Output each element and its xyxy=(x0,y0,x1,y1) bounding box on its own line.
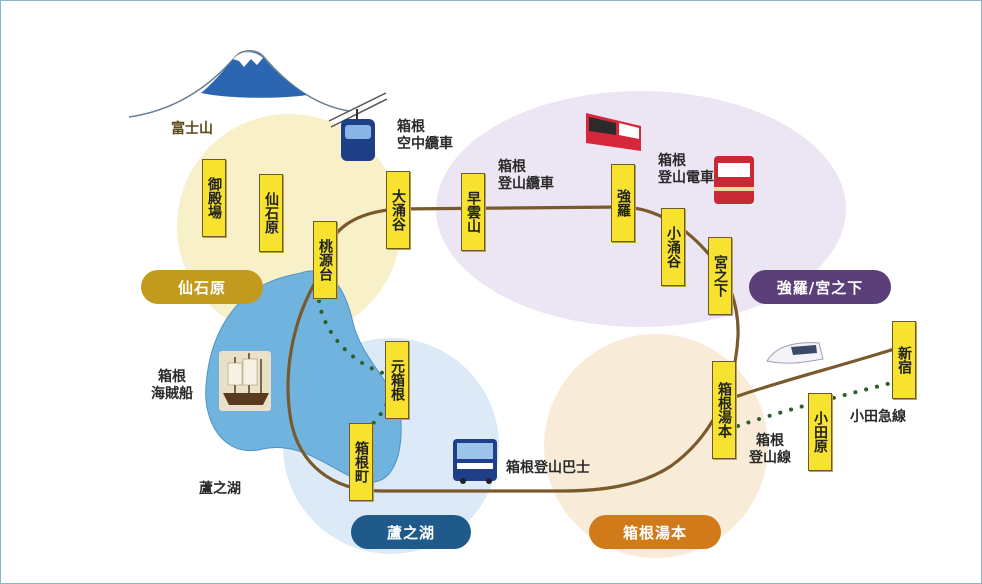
station-miyanoshita: 宮之下 xyxy=(708,237,732,315)
label-lake: 蘆之湖 xyxy=(199,481,241,497)
station-gora: 強羅 xyxy=(611,164,635,242)
station-togendai: 桃源台 xyxy=(313,221,337,299)
station-hakonemachi: 箱根町 xyxy=(349,423,373,501)
bus-icon xyxy=(453,439,497,484)
pirate-ship-icon xyxy=(219,351,271,411)
station-gotemba: 御殿場 xyxy=(202,159,226,237)
area-pill-gora-miyanoshita: 強羅/宮之下 xyxy=(749,270,891,304)
station-kowakudani: 小涌谷 xyxy=(661,208,685,286)
area-pill-sengokuhara: 仙石原 xyxy=(141,270,263,304)
area-pill-hakone-yumoto: 箱根湯本 xyxy=(589,515,721,549)
label-bus: 箱根登山巴士 xyxy=(506,460,590,476)
station-hakone-yumoto: 箱根湯本 xyxy=(712,361,736,459)
mount-fuji-icon xyxy=(128,50,350,118)
label-tozan-train: 箱根 登山電車 xyxy=(658,153,714,186)
ropeway-gondola-icon xyxy=(328,92,388,161)
label-tozan-line: 箱根 登山線 xyxy=(749,433,791,466)
station-shinjuku: 新宿 xyxy=(892,321,916,399)
label-cablecar: 箱根 登山纜車 xyxy=(498,159,554,192)
station-odawara: 小田原 xyxy=(808,393,832,471)
romancecar-train-icon xyxy=(766,342,824,364)
mountain-train-icon xyxy=(714,156,754,204)
station-motohakone: 元箱根 xyxy=(385,341,409,419)
station-sounzan: 早雲山 xyxy=(461,173,485,251)
main-route xyxy=(286,205,906,493)
area-pill-ashinoko: 蘆之湖 xyxy=(351,515,471,549)
label-fuji: 富士山 xyxy=(171,121,213,137)
label-pirate-ship: 箱根 海賊船 xyxy=(151,369,193,402)
station-owakudani: 大涌谷 xyxy=(386,171,410,249)
label-ropeway: 箱根 空中纜車 xyxy=(397,119,453,152)
cablecar-icon xyxy=(586,113,641,151)
station-sengokuhara: 仙石原 xyxy=(259,174,283,252)
label-odakyu: 小田急線 xyxy=(850,409,906,425)
